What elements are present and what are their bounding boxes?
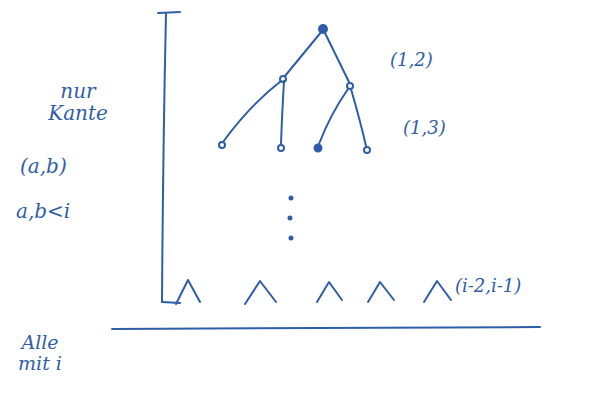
- tree-vertex: [347, 83, 353, 89]
- tree: [219, 25, 370, 240]
- note-text: a,b<i: [16, 200, 70, 222]
- tree-vertex: [315, 145, 322, 152]
- tree-vertex: [219, 142, 225, 148]
- tree-vertex: [364, 147, 370, 153]
- tree-edge: [285, 31, 322, 76]
- tree-edge: [319, 89, 348, 144]
- bracket: [158, 12, 180, 303]
- tree-root: [319, 25, 327, 33]
- leaf-pairs: [176, 280, 451, 304]
- caret-symbol: [245, 281, 276, 304]
- note-text: (a,b): [20, 155, 67, 177]
- caret-symbol: [317, 282, 342, 302]
- tree-edge: [281, 81, 284, 144]
- level-label: (1,3): [403, 118, 446, 138]
- caret-symbol: [424, 281, 451, 302]
- tree-edge: [324, 31, 349, 82]
- tree-vertex: [280, 76, 286, 82]
- ellipsis-dot: [290, 237, 293, 240]
- divider-line: [112, 327, 540, 329]
- ellipsis-dot: [290, 197, 293, 200]
- bracket-top: [158, 12, 180, 13]
- level-label: (i-2,i-1): [455, 276, 521, 296]
- tree-edge: [223, 81, 281, 142]
- tree-vertex: [278, 145, 284, 151]
- bracket-stem: [162, 13, 166, 302]
- caret-symbol: [368, 282, 394, 302]
- caret-symbol: [176, 280, 200, 304]
- tree-edge: [351, 89, 366, 146]
- level-label: (1,2): [390, 50, 433, 70]
- note-text: nur Kante: [38, 80, 118, 124]
- ellipsis-dot: [289, 217, 292, 220]
- note-text: Alle mit i: [14, 332, 66, 374]
